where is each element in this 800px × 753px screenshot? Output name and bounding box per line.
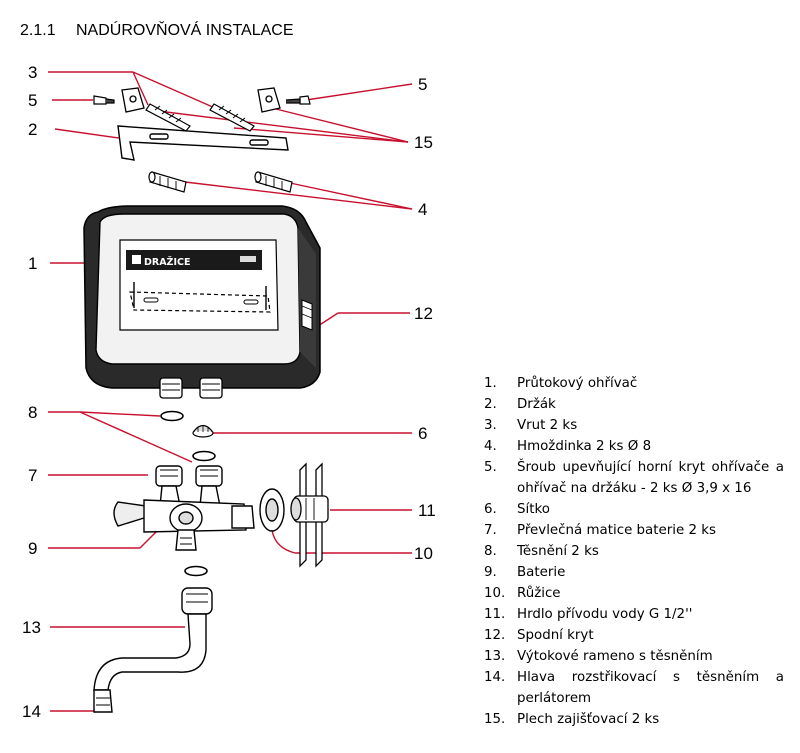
callout-5-left: 5 [28, 91, 37, 110]
leader-15b [233, 127, 409, 143]
gasket-upper-left [160, 410, 184, 422]
screw-left [93, 95, 115, 105]
callout-numbers: 3 5 2 1 8 7 9 13 14 5 15 4 12 6 11 10 [22, 63, 436, 721]
legend-item: 15.Plech zajišťovací 2 ks [484, 712, 660, 727]
wall-plug-right [254, 171, 293, 193]
water-heater-body: DRAŽICE [83, 205, 321, 389]
strainer [192, 424, 214, 438]
callout-5-right: 5 [418, 75, 427, 94]
legend-item: 3.Vrut 2 ks [484, 418, 578, 433]
callout-7: 7 [28, 466, 37, 485]
legend-item: 4.Hmoždinka 2 ks Ø 8 [484, 439, 652, 454]
leader-10 [271, 529, 412, 554]
locking-plate-left [121, 87, 145, 113]
legend-item: 5.Šroub upevňující horní kryt ohřívače a… [484, 460, 784, 496]
wood-screw-right [209, 103, 255, 132]
parts-legend: 1.Průtokový ohřívač 2.Držák 3.Vrut 2 ks … [484, 373, 784, 730]
section-title: NADÚROVŇOVÁ INSTALACE [76, 22, 294, 39]
brand-plate [126, 250, 262, 270]
legend-item: 2.Držák [484, 397, 556, 412]
outlet-arm-nut [181, 587, 213, 615]
leader-4b [184, 181, 413, 210]
outlet-arm [93, 587, 213, 691]
leader-8a [79, 411, 161, 417]
legend-item: 13.Výtokové rameno s těsněním [484, 649, 713, 664]
callout-12: 12 [414, 304, 433, 323]
callout-11: 11 [418, 501, 436, 520]
mounting-bracket [117, 125, 289, 161]
leader-8b [79, 411, 193, 463]
legend-item: 8.Těsnění 2 ks [484, 544, 599, 559]
callout-8: 8 [28, 403, 37, 422]
leader-lines [48, 71, 413, 712]
rosette [259, 488, 285, 532]
leader-5-right [305, 83, 413, 101]
gasket-upper-right [192, 450, 216, 462]
legend-item: 11.Hrdlo přívodu vody G 1/2'' [484, 607, 693, 622]
callout-13: 13 [22, 618, 41, 637]
mixer-tap [113, 465, 255, 551]
callout-14: 14 [22, 702, 41, 721]
callout-4: 4 [418, 200, 427, 219]
callout-15: 15 [414, 133, 433, 152]
legend-item: 12.Spodní kryt [484, 628, 594, 643]
callout-3: 3 [28, 63, 37, 82]
leader-3a [132, 71, 149, 106]
leader-15c [149, 109, 409, 143]
legend-item: 6.Sítko [484, 502, 550, 517]
section-heading: 2.1.1 NADÚROVŇOVÁ INSTALACE [20, 22, 294, 40]
gasket-lower [184, 565, 208, 577]
section-number: 2.1.1 [20, 22, 56, 39]
screw-right [285, 95, 311, 105]
wood-screw-left [145, 103, 191, 132]
callout-1: 1 [28, 254, 37, 273]
water-inlet-pipe [290, 462, 329, 568]
legend-item: 1.Průtokový ohřívač [484, 376, 638, 391]
legend-item: 10.Růžice [484, 586, 561, 601]
callout-6: 6 [418, 424, 427, 443]
callout-9: 9 [28, 539, 37, 558]
legend-item: 14.Hlava rozstřikovací s těsněním a perl… [484, 670, 784, 706]
leader-3b [132, 71, 216, 109]
brand-label: DRAŽICE [144, 256, 190, 268]
aerator-head [93, 689, 113, 713]
wall-plug-left [148, 171, 187, 193]
heater-outlet-fittings [159, 377, 223, 399]
locking-plate-right [257, 87, 281, 113]
legend-item: 9.Baterie [484, 565, 566, 580]
callout-2: 2 [28, 120, 37, 139]
legend-item: 7.Převlečná matice baterie 2 ks [484, 523, 716, 538]
leader-15a [271, 107, 409, 143]
leader-4a [289, 182, 413, 210]
leader-12a [317, 312, 339, 327]
callout-10: 10 [414, 544, 433, 563]
